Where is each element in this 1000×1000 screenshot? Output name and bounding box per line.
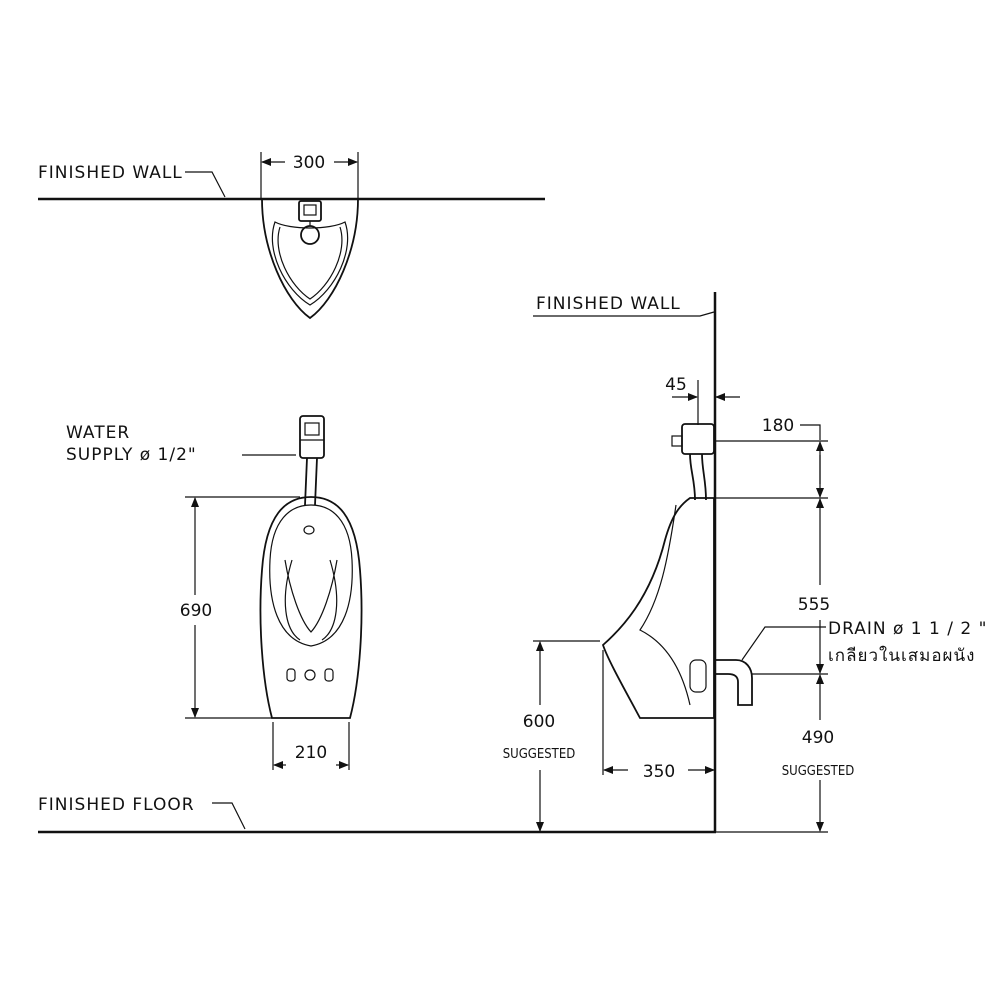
front-view: WATER SUPPLY ø 1/2" 690 210 [66,415,363,770]
front-flush-valve [299,415,325,459]
suggested-600: SUGGESTED [503,747,575,762]
finished-wall-label-side: FINISHED WALL [536,294,681,314]
side-drain-pipe [715,659,753,706]
dim-555: 555 [798,595,830,615]
front-spreader [303,525,315,535]
floor: FINISHED FLOOR [38,795,716,834]
sensor-button [324,668,334,682]
plan-spreader [300,225,320,245]
side-urinal-inner [639,504,691,706]
drain-leader [741,626,826,661]
water-supply-label-2: SUPPLY ø 1/2" [66,445,197,465]
finished-floor-leader [212,802,246,830]
water-supply-label-1: WATER [66,423,130,443]
suggested-490: SUGGESTED [782,764,854,779]
side-flush-valve [681,423,715,455]
plan-urinal-bowl-inner [277,226,343,300]
dim-300: 300 [293,153,325,173]
plan-urinal-outline [261,198,359,320]
plan-flush-valve [298,200,322,222]
side-urinal-trap [689,659,707,693]
dim-210: 210 [295,743,327,763]
front-urinal-bowl [284,559,338,633]
front-urinal-body [259,496,363,719]
dim-490: 490 [802,728,834,748]
dim-600: 600 [523,712,555,732]
dim-690: 690 [180,601,212,621]
drain-label-1: DRAIN ø 1 1 / 2 " [828,619,987,639]
front-urinal-bowl-left [284,559,301,641]
finished-wall-label-top: FINISHED WALL [38,163,183,183]
dim-180: 180 [762,416,794,436]
sensor-button [286,668,296,682]
dim-45: 45 [665,375,687,395]
front-urinal-bowl-right [321,559,338,641]
dim-350: 350 [643,762,675,782]
finished-wall-leader-top [185,171,226,198]
front-urinal-rim [269,504,353,647]
plan-view: FINISHED WALL 300 [38,152,545,320]
side-flush-valve-knob [671,435,683,447]
side-view: FINISHED WALL 45 180 555 DRAIN ø 1 1 / 2… [503,292,987,833]
sensor-button [304,669,316,681]
dim-180-leader [800,424,821,440]
front-sensor-buttons [286,668,334,682]
plan-flush-valve-inner [303,204,317,216]
finished-floor-label: FINISHED FLOOR [38,795,195,815]
drain-label-2: เกลียวในเสมอผนัง [828,645,975,666]
finished-wall-leader-side [533,311,715,317]
side-urinal-body [601,497,715,719]
plan-urinal-bowl [271,221,349,306]
side-supply-pipe [689,453,707,501]
front-flush-valve-window [304,422,320,436]
